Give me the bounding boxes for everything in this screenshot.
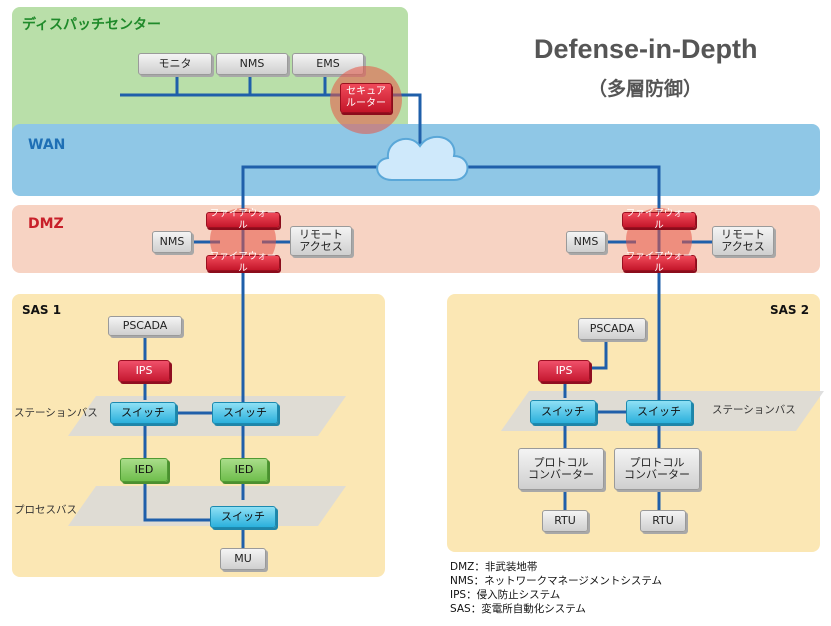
wan-label: WAN xyxy=(28,137,66,153)
dmz-left-firewall-top: ファイアウォール xyxy=(206,208,280,231)
sas1-process-bus-label: プロセスバス xyxy=(14,504,77,516)
monitor-node: モニタ xyxy=(138,53,212,75)
sas2-pscada: PSCADA xyxy=(578,318,646,340)
cloud-icon xyxy=(376,136,469,181)
sas1-ied-a: IED xyxy=(120,458,168,482)
dmz-right-nms: NMS xyxy=(566,231,606,253)
legend-item: IPS：侵入防止システム xyxy=(450,589,561,601)
sas1-ied-a-switch-c-link xyxy=(143,482,212,522)
sas1-ips: IPS xyxy=(118,360,170,382)
dmz-right-firewall-bottom: ファイアウォール xyxy=(622,251,696,274)
sas2-rtu-a: RTU xyxy=(542,510,588,532)
sas2-station-bus-label: ステーションバス xyxy=(712,404,796,416)
ems-node: EMS xyxy=(292,53,364,75)
sas1-switch-a: スイッチ xyxy=(110,402,176,424)
legend-item: DMZ：非武装地帯 xyxy=(450,561,538,573)
diagram-title: Defense-in-Depth xyxy=(534,34,758,64)
dmz-left-nms: NMS xyxy=(152,231,192,253)
sas2-switch-b: スイッチ xyxy=(626,400,692,424)
wan-left-link xyxy=(241,165,382,215)
sas2-protocol-converter-b: プロトコル コンバーター xyxy=(614,448,700,490)
sas2-rtu-b: RTU xyxy=(640,510,686,532)
dispatch-nms-node: NMS xyxy=(216,53,288,75)
dmz-right-remote-access: リモート アクセス xyxy=(712,226,774,256)
sas2-switch-a: スイッチ xyxy=(530,400,596,424)
sas1-label: SAS 1 xyxy=(22,303,62,317)
sas1-mu: MU xyxy=(220,548,266,570)
dispatch-center-label: ディスパッチセンター xyxy=(22,17,162,33)
sas1-ied-b: IED xyxy=(220,458,268,482)
legend: DMZ：非武装地帯 NMS：ネットワークマネージメントシステム IPS：侵入防止… xyxy=(450,560,662,616)
sas2-protocol-converter-a: プロトコル コンバーター xyxy=(518,448,604,490)
dmz-right-firewall-top: ファイアウォール xyxy=(622,208,696,231)
secure-router: セキュア ルーター xyxy=(340,83,392,113)
dmz-label: DMZ xyxy=(28,216,64,232)
legend-item: SAS：変電所自動化システム xyxy=(450,603,586,615)
sas1-station-bus-label: ステーションバス xyxy=(14,407,98,419)
wan-right-link xyxy=(462,165,661,215)
sas2-ips: IPS xyxy=(538,360,590,382)
sas2-label: SAS 2 xyxy=(770,303,810,317)
sas1-switch-b: スイッチ xyxy=(212,402,278,424)
dmz-left-firewall-bottom: ファイアウォール xyxy=(206,251,280,274)
sas2-pscada-ips-link xyxy=(586,340,608,370)
sas1-pscada: PSCADA xyxy=(108,316,182,336)
sas1-switch-c: スイッチ xyxy=(210,506,276,528)
diagram-subtitle: （多層防御） xyxy=(588,78,703,100)
legend-item: NMS：ネットワークマネージメントシステム xyxy=(450,575,663,587)
dmz-left-remote-access: リモート アクセス xyxy=(290,226,352,256)
